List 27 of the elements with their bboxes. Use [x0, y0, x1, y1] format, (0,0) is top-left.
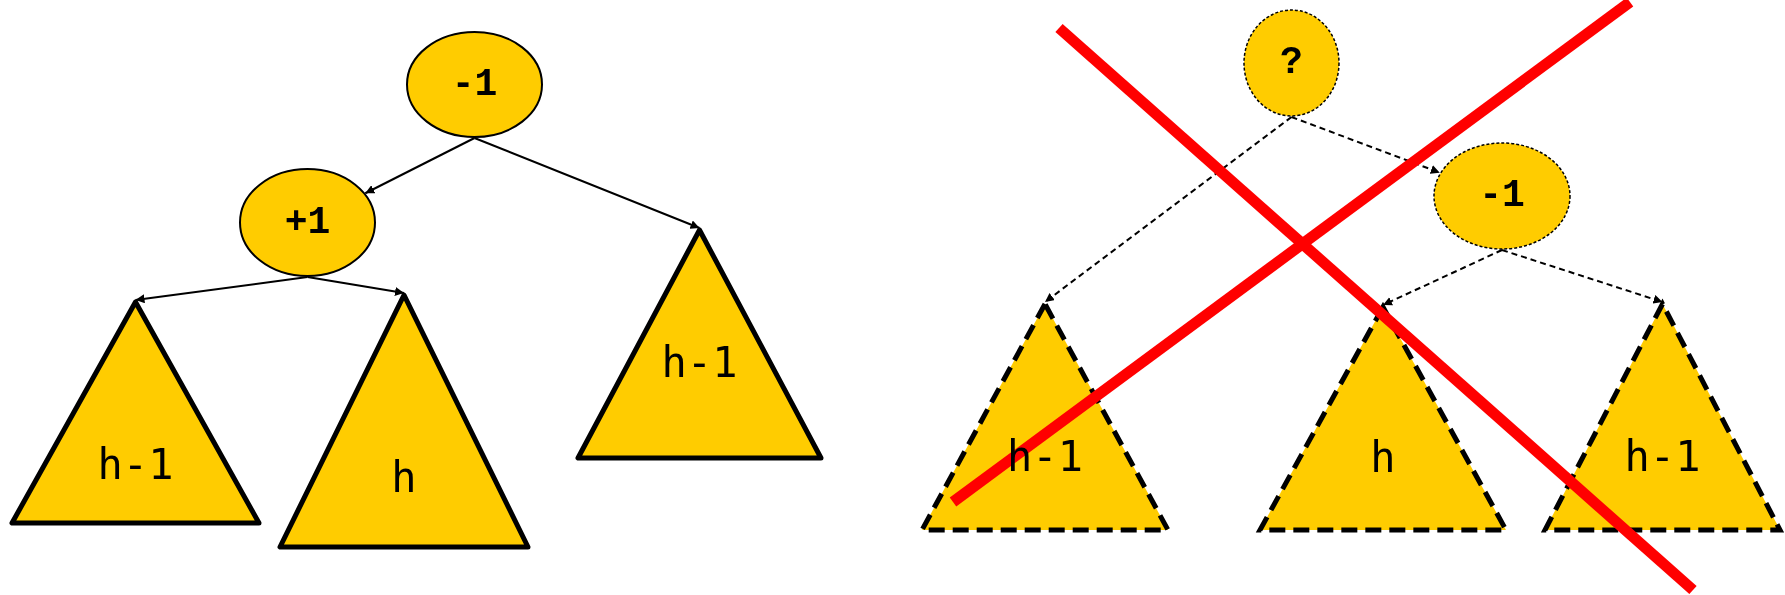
node-label: +1: [283, 200, 332, 244]
arrow: [1290, 116, 1441, 174]
node-label: -1: [1478, 174, 1526, 217]
node-label: h-1: [660, 338, 739, 387]
node-label: h-1: [1623, 432, 1702, 481]
node-label: h-1: [96, 440, 175, 489]
node-label: h: [390, 453, 418, 502]
tree-node-ellipse: [406, 31, 543, 138]
node-label: h-1: [1006, 432, 1084, 481]
subtree-triangle: [278, 293, 530, 550]
arrow: [364, 137, 476, 195]
subtree-triangle: [920, 302, 1170, 533]
subtree-triangle: [10, 300, 261, 526]
arrow: [306, 276, 405, 296]
arrow: [134, 276, 309, 304]
tree-node-ellipse: [1433, 142, 1571, 250]
tree-node-ellipse: [1243, 9, 1340, 117]
subtree-triangle: [1258, 305, 1508, 533]
arrow: [473, 137, 701, 229]
node-label: h: [1369, 433, 1397, 482]
subtree-triangle: [576, 228, 823, 461]
node-label: -1: [450, 62, 499, 106]
arrow: [1382, 249, 1503, 306]
arrow: [1501, 249, 1664, 304]
node-label: ?: [1279, 41, 1304, 84]
tree-node-ellipse: [239, 168, 376, 277]
arrow: [1044, 116, 1293, 303]
